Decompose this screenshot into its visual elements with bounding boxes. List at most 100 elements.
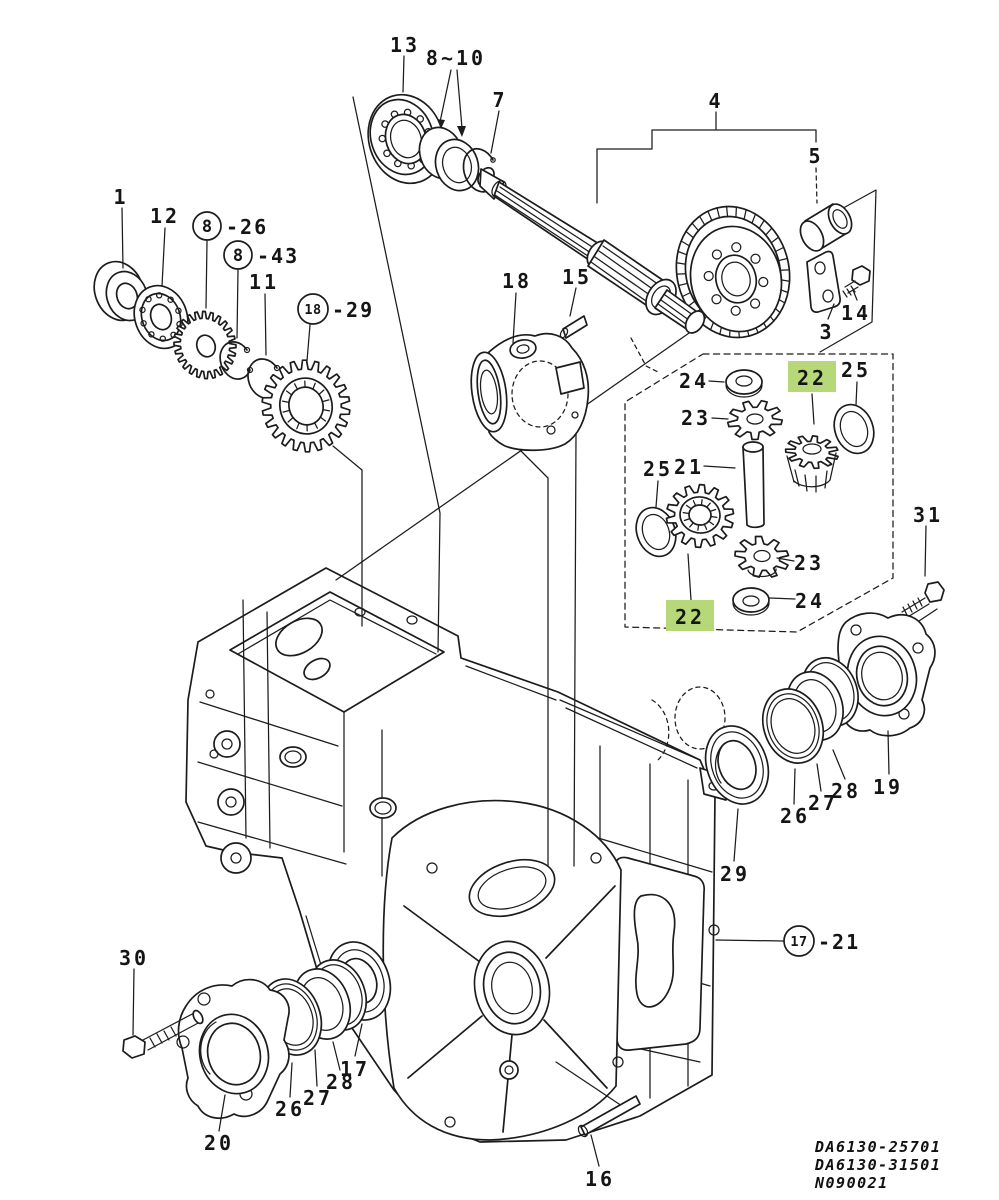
leader-line — [121, 207, 124, 269]
leader-line — [264, 293, 267, 356]
callout-13-0: 13 — [390, 33, 417, 93]
flange-20 — [176, 978, 290, 1119]
callout-number: 8~10 — [426, 46, 486, 70]
callout-22-23: 22 — [666, 553, 714, 631]
callout-11-9: 11 — [249, 270, 276, 356]
callout-7-2: 7 — [490, 88, 507, 154]
drawing-number-1: DA6130-25701 — [814, 1138, 941, 1156]
callout-number: 23 — [681, 406, 711, 430]
callout-number: 1 — [113, 185, 128, 209]
callout-number: 31 — [913, 503, 943, 527]
leader-line — [703, 465, 736, 469]
leader-line — [655, 480, 659, 508]
callout-4-3: 4 — [708, 89, 723, 113]
callout-number: 24 — [679, 369, 709, 393]
callout-8-26-7: 8 -26 — [192, 211, 268, 309]
callout-21-20: 21 — [674, 455, 736, 479]
leader-line — [793, 768, 796, 805]
differential-group-dashed-box — [624, 353, 894, 633]
thrust-washer-24-bottom — [732, 587, 770, 616]
callout-number: 8 — [202, 217, 212, 237]
callout-27-34: 27 — [303, 1049, 330, 1110]
callout-number: 17 — [340, 1057, 370, 1081]
construction-lines — [332, 69, 938, 1107]
callout-number: 8 — [233, 246, 243, 266]
callout-number: 24 — [795, 589, 825, 613]
callout-14-14: 14 — [841, 289, 868, 325]
bearing-26-right — [761, 688, 825, 764]
callout-17-36: 17 — [340, 1023, 370, 1081]
leader-line — [354, 1023, 363, 1057]
callout-number: 30 — [119, 946, 149, 970]
leader-line — [769, 597, 796, 600]
countershaft-parts — [93, 260, 351, 453]
leader-line — [132, 968, 135, 1036]
thrust-ring-25-right — [833, 403, 875, 455]
callout-number: 5 — [808, 144, 823, 168]
drawing-number-2: DA6130-31501 — [814, 1156, 941, 1174]
leader-line — [708, 380, 725, 383]
highlight-box — [666, 600, 714, 631]
callout-15-12: 15 — [562, 265, 589, 317]
bolt-30 — [122, 1009, 204, 1059]
leader-line — [289, 1062, 293, 1098]
callout-number: 18 — [304, 302, 321, 318]
pinion-shaft — [477, 166, 706, 334]
callout-number: 29 — [720, 862, 750, 886]
callout-number: 25 — [841, 358, 871, 382]
callout-number: 22 — [797, 366, 827, 390]
leader-line — [924, 525, 927, 577]
leader-line — [402, 55, 405, 93]
callout-18-11: 18 — [502, 269, 529, 344]
gear-18-29 — [261, 359, 351, 453]
callout-26-33: 26 — [275, 1062, 302, 1121]
callout-number: 7 — [492, 88, 507, 112]
callout-19-25: 19 — [873, 730, 900, 799]
callout-number: 27 — [808, 791, 838, 815]
callout-24-15: 24 — [679, 369, 725, 393]
leader-line — [887, 730, 890, 775]
leader-line — [776, 557, 795, 562]
leader-line — [236, 269, 239, 339]
cross-shaft-21 — [742, 441, 765, 529]
leader-line — [569, 287, 577, 317]
drawing-number-3: N090021 — [814, 1174, 889, 1192]
callout-suffix: -26 — [226, 215, 268, 239]
pin-16 — [577, 1095, 641, 1138]
bolt-14 — [842, 265, 871, 298]
callout-suffix: -29 — [332, 298, 374, 322]
callout-number: 25 — [643, 457, 673, 481]
callout-23-18: 23 — [681, 406, 729, 430]
leader-line — [715, 939, 785, 942]
callout-number: 4 — [708, 89, 723, 113]
callout-number: 23 — [794, 551, 824, 575]
ring-gear-4 — [675, 205, 791, 339]
callout-number: 26 — [780, 804, 810, 828]
callout-circle — [783, 925, 815, 957]
callout-30-31: 30 — [119, 946, 149, 1036]
drawing-numbers: DA6130-25701 DA6130-31501 N090021 — [814, 1138, 941, 1192]
callout-25-19: 25 — [643, 457, 673, 508]
input-shaft-bearing-parts — [367, 93, 496, 193]
callout-27-27: 27 — [808, 763, 838, 815]
leader-line — [306, 324, 311, 362]
side-gear-22-left — [665, 483, 735, 549]
leader-line — [827, 303, 835, 320]
side-bevel-gear-22-right — [784, 435, 839, 493]
leader-line — [512, 292, 517, 344]
callout-20-32: 20 — [204, 1094, 234, 1155]
callout-5-4: 5 — [808, 144, 823, 168]
differential-internals — [635, 369, 875, 616]
callout-16-37: 16 — [585, 1134, 612, 1191]
bolt-31 — [901, 581, 945, 619]
leader-line — [733, 808, 739, 862]
thrust-bushing-5 — [799, 203, 853, 252]
callout-suffix: -43 — [257, 244, 299, 268]
callout-28-35: 28 — [326, 1041, 356, 1094]
callout-number: 20 — [204, 1131, 234, 1155]
leader-line — [687, 553, 692, 601]
callout-number: 21 — [674, 455, 704, 479]
pin-15 — [559, 315, 588, 339]
callout-number: 28 — [326, 1070, 356, 1094]
leader-line — [832, 749, 846, 780]
